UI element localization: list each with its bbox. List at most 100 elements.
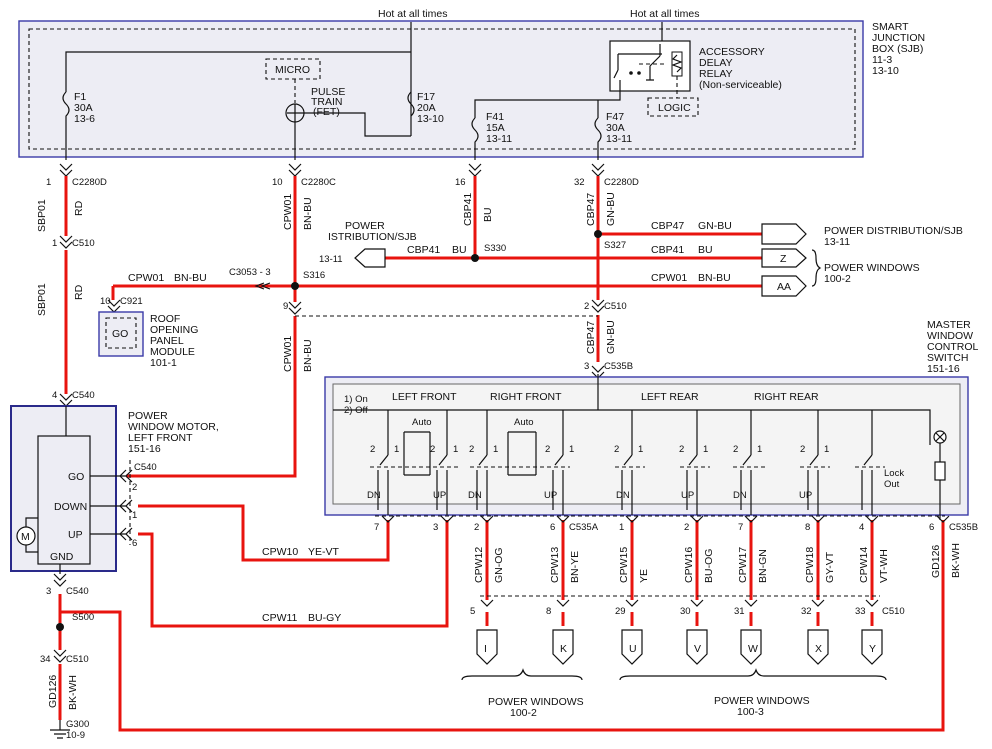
svg-text:CPW01: CPW01 [282, 194, 294, 230]
svg-text:WINDOW: WINDOW [927, 330, 973, 342]
svg-text:2: 2 [545, 444, 550, 455]
bottom-wire-bottom-pin: 32 [801, 606, 812, 617]
c510-label-34: C510 [66, 654, 89, 665]
group-right-rear: RIGHT REAR [754, 391, 819, 403]
svg-text:1: 1 [703, 444, 708, 455]
fuse-f41 [471, 117, 479, 160]
s500-label: S500 [72, 612, 94, 623]
svg-text:13-6: 13-6 [74, 113, 95, 125]
fuse-f17 [407, 91, 415, 117]
svg-text:UP: UP [799, 490, 812, 501]
bottom-wire-circuit: CPW13 [549, 547, 561, 583]
svg-text:F41: F41 [486, 111, 504, 123]
resistor-icon [934, 461, 946, 481]
c535-arrows [381, 515, 950, 523]
switch-pin-7: 7 [374, 522, 379, 533]
master-switch-title: MASTER WINDOW CONTROL SWITCH 151-16 [927, 319, 978, 375]
motor-up-label: UP [68, 529, 83, 541]
brace-power-windows-100-3 [619, 668, 887, 681]
svg-text:MASTER: MASTER [927, 319, 971, 331]
svg-text:13-11: 13-11 [824, 236, 850, 248]
c2280-arrows [59, 163, 605, 177]
c535b-pin-6: 6 [929, 522, 934, 533]
svg-text:ROOF: ROOF [150, 313, 180, 325]
splice-s500 [56, 623, 64, 631]
bottom-wire-circuit: CPW14 [858, 547, 870, 583]
legend-on: 1) On [344, 394, 368, 405]
bottom-wire-circuit: CPW15 [618, 547, 630, 583]
svg-text:Z: Z [780, 253, 787, 265]
bottom-wire-top-pin: 2 [474, 522, 479, 533]
c540-label-3: C540 [66, 586, 89, 597]
svg-text:CPW01: CPW01 [282, 336, 294, 372]
motor-gnd-label: GND [50, 551, 74, 563]
lock-out-label-2: Out [884, 479, 900, 490]
motor-title: POWER WINDOW MOTOR, LEFT FRONT 151-16 [128, 410, 219, 455]
svg-text:1: 1 [824, 444, 829, 455]
svg-text:TRAIN: TRAIN [311, 96, 343, 108]
fuse-f1 [62, 91, 70, 160]
bottom-wire-top-pin: 6 [550, 522, 555, 533]
bottom-wire-color: GN-OG [493, 547, 505, 583]
bottom-wire-bottom-pin: 8 [546, 606, 551, 617]
micro-box [265, 58, 321, 80]
svg-text:13-11: 13-11 [486, 133, 512, 145]
svg-text:GD126: GD126 [47, 675, 59, 708]
svg-text:10-9: 10-9 [66, 730, 85, 741]
svg-text:POWER: POWER [128, 410, 168, 422]
svg-text:UP: UP [681, 490, 694, 501]
pin-1: 1 [46, 177, 51, 188]
c510-label-bottom: C510 [882, 606, 905, 617]
svg-text:SWITCH: SWITCH [927, 352, 968, 364]
c2280d-label-left: C2280D [72, 177, 107, 188]
bottom-terminal-label: Y [869, 643, 876, 655]
svg-text:30A: 30A [74, 102, 93, 114]
motor-down-label: DOWN [54, 501, 87, 513]
svg-text:100-2: 100-2 [824, 273, 851, 285]
bottom-wire-bottom-pin: 33 [855, 606, 866, 617]
bottom-wire-top-pin: 2 [684, 522, 689, 533]
svg-text:OPENING: OPENING [150, 324, 198, 336]
pin-32: 32 [574, 177, 585, 188]
svg-text:2: 2 [679, 444, 684, 455]
bottom-terminal-label: V [694, 643, 701, 655]
c535b-pin-3: 3 [584, 361, 589, 372]
svg-text:GN-BU: GN-BU [605, 192, 617, 226]
bottom-wire-bottom-pin: 30 [680, 606, 691, 617]
motor-m-label: M [21, 531, 30, 543]
hot-feed-1 [65, 22, 412, 136]
svg-text:BN-BU: BN-BU [698, 272, 731, 284]
hot-at-all-times-label-1: Hot at all times [378, 8, 447, 20]
svg-text:(FET): (FET) [313, 106, 340, 118]
svg-text:CPW01: CPW01 [128, 272, 164, 284]
svg-text:AA: AA [777, 281, 791, 293]
svg-text:JUNCTION: JUNCTION [872, 32, 925, 44]
svg-text:2: 2 [733, 444, 738, 455]
dest-power-distribution-left: 13-11 POWER ISTRIBUTION/SJB [319, 220, 417, 268]
svg-text:CPW10: CPW10 [262, 546, 298, 558]
auto-label-1: Auto [412, 417, 432, 428]
sjb-inner-dashed [28, 28, 856, 150]
svg-text:1: 1 [453, 444, 458, 455]
svg-text:30A: 30A [606, 122, 625, 134]
switch-position-numbers: 2 1 2 1 2 1 2 1 2 1 2 1 2 1 2 1 [370, 444, 829, 455]
bottom-wire-circuit: CPW18 [804, 547, 816, 583]
s327-label: S327 [604, 240, 626, 251]
svg-text:1: 1 [569, 444, 574, 455]
c535b-label-6: C535B [949, 522, 978, 533]
svg-text:151-16: 151-16 [927, 363, 960, 375]
svg-text:SBP01: SBP01 [36, 199, 48, 232]
svg-text:WINDOW MOTOR,: WINDOW MOTOR, [128, 421, 219, 433]
pin-10: 10 [272, 177, 283, 188]
bottom-terminal-label: U [629, 643, 637, 655]
svg-text:2: 2 [469, 444, 474, 455]
splice-s330 [471, 254, 479, 262]
svg-text:RD: RD [73, 284, 85, 300]
dest-power-windows-right-label: POWER WINDOWS 100-2 [824, 262, 920, 285]
bottom-terminal [476, 629, 498, 665]
svg-text:POWER DISTRIBUTION/SJB: POWER DISTRIBUTION/SJB [824, 225, 963, 237]
switch-dn-up-labels: DN UP DN UP DN UP DN UP [367, 490, 812, 501]
svg-text:BK-WH: BK-WH [67, 675, 79, 710]
bottom-wire-top-pin: 1 [619, 522, 624, 533]
